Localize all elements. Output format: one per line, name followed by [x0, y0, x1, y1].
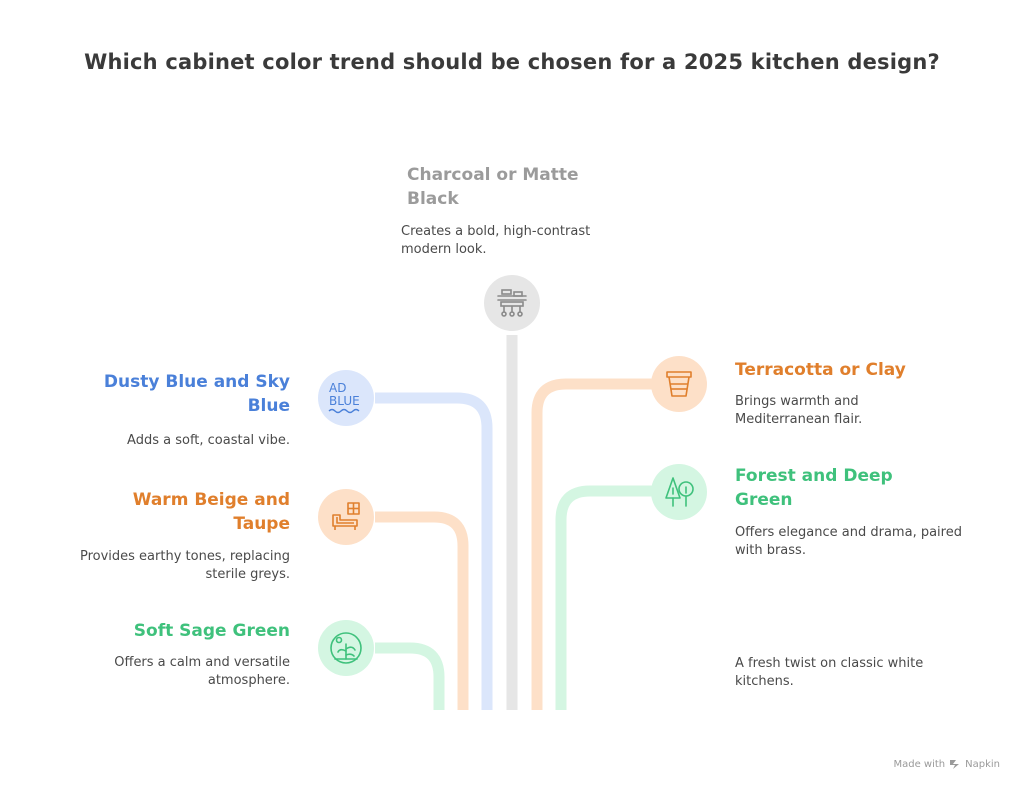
dusty-blue-desc: Adds a soft, coastal vibe.: [127, 433, 290, 448]
kitchen-shelf-icon: [497, 289, 527, 317]
beige-icon-circle: [318, 489, 374, 545]
forest-title: Forest and Deep Green: [735, 466, 893, 510]
charcoal-icon-circle: [484, 275, 540, 331]
terracotta-desc: Brings warmth and Mediterranean flair.: [735, 394, 863, 427]
white-desc: A fresh twist on classic white kitchens.: [735, 656, 924, 689]
trees-icon: [665, 477, 694, 507]
napkin-brand: Napkin: [965, 758, 1000, 770]
charcoal-title: Charcoal or Matte Black: [407, 165, 579, 209]
dusty-blue-icon-circle: AD BLUE: [318, 370, 374, 426]
napkin-credit[interactable]: Made with Napkin: [893, 758, 1000, 770]
beige-connector: [375, 511, 469, 710]
beige-desc: Provides earthy tones, replacing sterile…: [79, 549, 290, 582]
plant-bubble-icon: [330, 632, 362, 664]
charcoal-desc: Creates a bold, high-contrast modern loo…: [401, 224, 591, 257]
blue-icon-text-top: AD: [329, 381, 346, 395]
napkin-logo-icon: [950, 760, 960, 769]
blue-water-icon: AD BLUE: [328, 381, 360, 414]
sage-desc: Offers a calm and versatile atmosphere.: [114, 655, 290, 688]
page-title: Which cabinet color trend should be chos…: [84, 50, 940, 74]
sage-icon-circle: [318, 620, 374, 676]
terracotta-icon-circle: [651, 356, 707, 412]
sofa-window-icon: [332, 502, 360, 530]
dusty-blue-title: Dusty Blue and Sky Blue: [103, 372, 290, 416]
forest-icon-circle: [651, 464, 707, 520]
forest-connector: [555, 485, 652, 710]
flower-pot-icon: [666, 371, 692, 397]
dusty-blue-connector: [375, 392, 493, 710]
blue-icon-text-bottom: BLUE: [329, 394, 360, 408]
made-with-label: Made with: [893, 758, 946, 770]
terracotta-title: Terracotta or Clay: [735, 360, 906, 380]
terracotta-connector: [531, 378, 652, 710]
forest-desc: Offers elegance and drama, paired with b…: [735, 525, 962, 558]
beige-title: Warm Beige and Taupe: [132, 490, 290, 534]
sage-title: Soft Sage Green: [133, 621, 290, 641]
sage-connector: [375, 642, 445, 710]
